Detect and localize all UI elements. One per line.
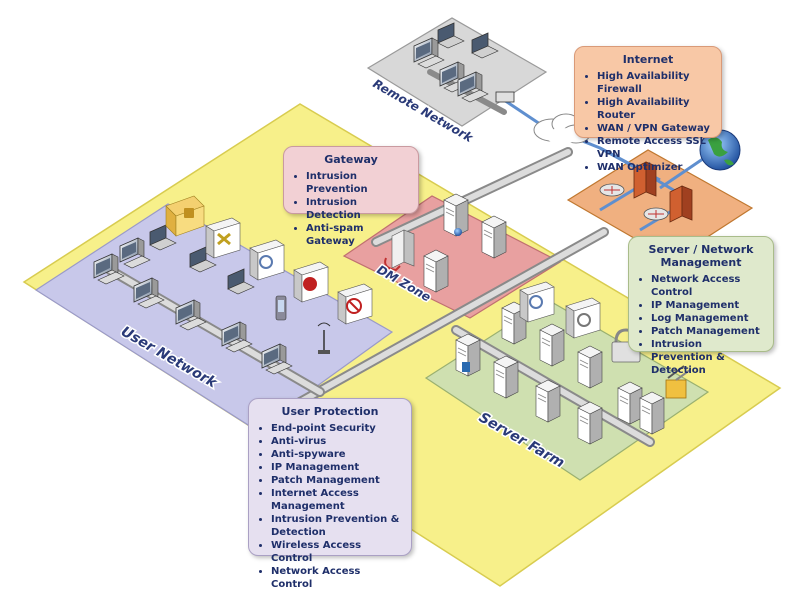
list-item: End-point Security <box>271 422 403 435</box>
gateway-list: Intrusion Prevention Intrusion Detection… <box>292 170 410 248</box>
firewall-icon <box>633 161 693 223</box>
list-item: Network Access Control <box>271 565 403 591</box>
internet-info-box: Internet High Availability Firewall High… <box>574 46 722 173</box>
list-item: Internet Access Management <box>271 487 403 513</box>
list-item: Intrusion Prevention & Detection <box>651 338 765 377</box>
remote-network-devices <box>413 22 515 103</box>
blocked-appliance-icon <box>293 261 329 303</box>
user-protection-appliances <box>165 195 373 325</box>
magnifier-appliance-icon <box>519 281 555 323</box>
list-item: High Availability Firewall <box>597 70 713 96</box>
user-protection-list: End-point Security Anti-virus Anti-spywa… <box>257 422 403 591</box>
list-item: Remote Access SSL VPN <box>597 135 713 161</box>
list-item: Anti-virus <box>271 435 403 448</box>
list-item: Intrusion Prevention <box>306 170 410 196</box>
globe-icon <box>699 129 741 171</box>
list-item: Patch Management <box>651 325 765 338</box>
web-globe-icon <box>454 228 462 236</box>
list-item: Wireless Access Control <box>271 539 403 565</box>
list-item: IP Management <box>271 461 403 474</box>
cross-arrows-appliance-icon <box>205 217 241 259</box>
list-item: Anti-spam Gateway <box>306 222 410 248</box>
database-icon <box>462 362 470 372</box>
internet-list: High Availability Firewall High Availabi… <box>583 70 713 174</box>
remote-router-icon <box>495 91 515 103</box>
tools-icon <box>665 365 691 399</box>
list-item: WAN / VPN Gateway <box>597 122 713 135</box>
pda-icon <box>275 295 287 321</box>
list-item: Network Access Control <box>651 273 765 299</box>
list-item: Patch Management <box>271 474 403 487</box>
gateway-appliance-icon <box>384 229 415 272</box>
user-protection-title: User Protection <box>281 405 379 418</box>
list-item: WAN Optimizer <box>597 161 713 174</box>
list-item: Anti-spyware <box>271 448 403 461</box>
cloud-icon <box>533 113 591 144</box>
server-management-list: Network Access Control IP Management Log… <box>637 273 765 377</box>
list-item: IP Management <box>651 299 765 312</box>
router-icon <box>599 183 669 221</box>
user-network-devices <box>93 224 331 375</box>
internet-title: Internet <box>622 53 674 66</box>
list-item: Intrusion Detection <box>306 196 410 222</box>
lock-folder-icon <box>165 195 205 237</box>
vault-appliance-icon <box>565 297 601 339</box>
server-management-info-box: Server / Network Management Network Acce… <box>628 236 774 376</box>
user-network-zone <box>34 203 394 431</box>
gateway-title: Gateway <box>324 153 378 166</box>
wireless-antenna-icon <box>317 322 331 354</box>
server-farm-devices <box>455 281 691 445</box>
user-protection-info-box: User Protection End-point Security Anti-… <box>248 398 412 590</box>
magnifier-appliance-icon <box>249 239 285 281</box>
list-item: Intrusion Prevention & Detection <box>271 513 403 539</box>
list-item: Log Management <box>651 312 765 325</box>
list-item: High Availability Router <box>597 96 713 122</box>
no-entry-appliance-icon <box>337 283 373 325</box>
gateway-info-box: Gateway Intrusion Prevention Intrusion D… <box>283 146 419 247</box>
dm-zone-devices <box>384 193 507 293</box>
server-management-title: Server / Network Management <box>648 243 754 269</box>
